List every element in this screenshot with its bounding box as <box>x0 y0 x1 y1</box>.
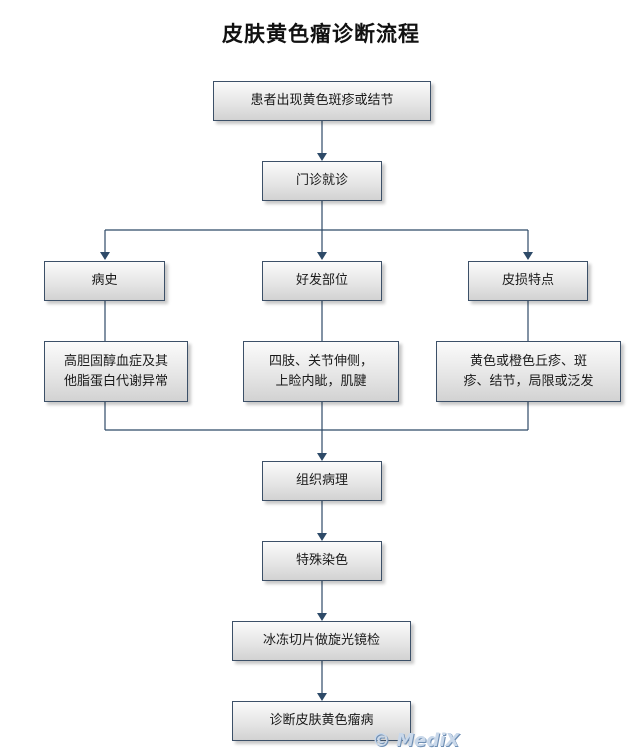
node-diagnosis-label: 诊断皮肤黄色瘤病 <box>269 713 374 728</box>
node-lesion-label: 皮损特点 <box>501 273 554 288</box>
node-lesion: 皮损特点 <box>468 261 588 301</box>
node-pathology: 组织病理 <box>262 461 382 501</box>
node-symptom-label: 患者出现黄色斑疹或结节 <box>250 93 394 108</box>
node-site-detail: 四肢、关节伸侧， 上睑内眦，肌腱 <box>243 341 399 402</box>
node-stain: 特殊染色 <box>262 541 382 581</box>
lesion-detail-line-1: 黄色或橙色丘疹、斑 <box>469 353 587 369</box>
node-frozen-section: 冰冻切片做旋光镜检 <box>232 621 411 661</box>
site-detail-line-2: 上睑内眦，肌腱 <box>275 373 367 389</box>
node-history-label: 病史 <box>91 273 118 288</box>
node-pathology-label: 组织病理 <box>295 473 348 488</box>
node-history-detail: 高胆固醇血症及其 他脂蛋白代谢异常 <box>44 341 188 402</box>
node-frozen-section-label: 冰冻切片做旋光镜检 <box>262 633 380 648</box>
node-stain-label: 特殊染色 <box>295 553 348 568</box>
history-detail-line-2: 他脂蛋白代谢异常 <box>63 373 168 389</box>
lesion-detail-line-2: 疹、结节，局限或泛发 <box>463 373 594 389</box>
node-diagnosis: 诊断皮肤黄色瘤病 <box>232 701 411 741</box>
node-site: 好发部位 <box>262 261 382 301</box>
node-outpatient-label: 门诊就诊 <box>295 173 348 188</box>
site-detail-line-1: 四肢、关节伸侧， <box>268 353 373 369</box>
node-site-label: 好发部位 <box>295 273 348 288</box>
node-history: 病史 <box>44 261 165 301</box>
node-symptom: 患者出现黄色斑疹或结节 <box>213 81 431 121</box>
watermark-logo: © MediX <box>372 730 460 751</box>
flowchart-title: 皮肤黄色瘤诊断流程 <box>222 22 420 46</box>
history-detail-line-1: 高胆固醇血症及其 <box>63 353 168 369</box>
node-lesion-detail: 黄色或橙色丘疹、斑 疹、结节，局限或泛发 <box>436 341 621 402</box>
node-outpatient: 门诊就诊 <box>262 161 382 201</box>
